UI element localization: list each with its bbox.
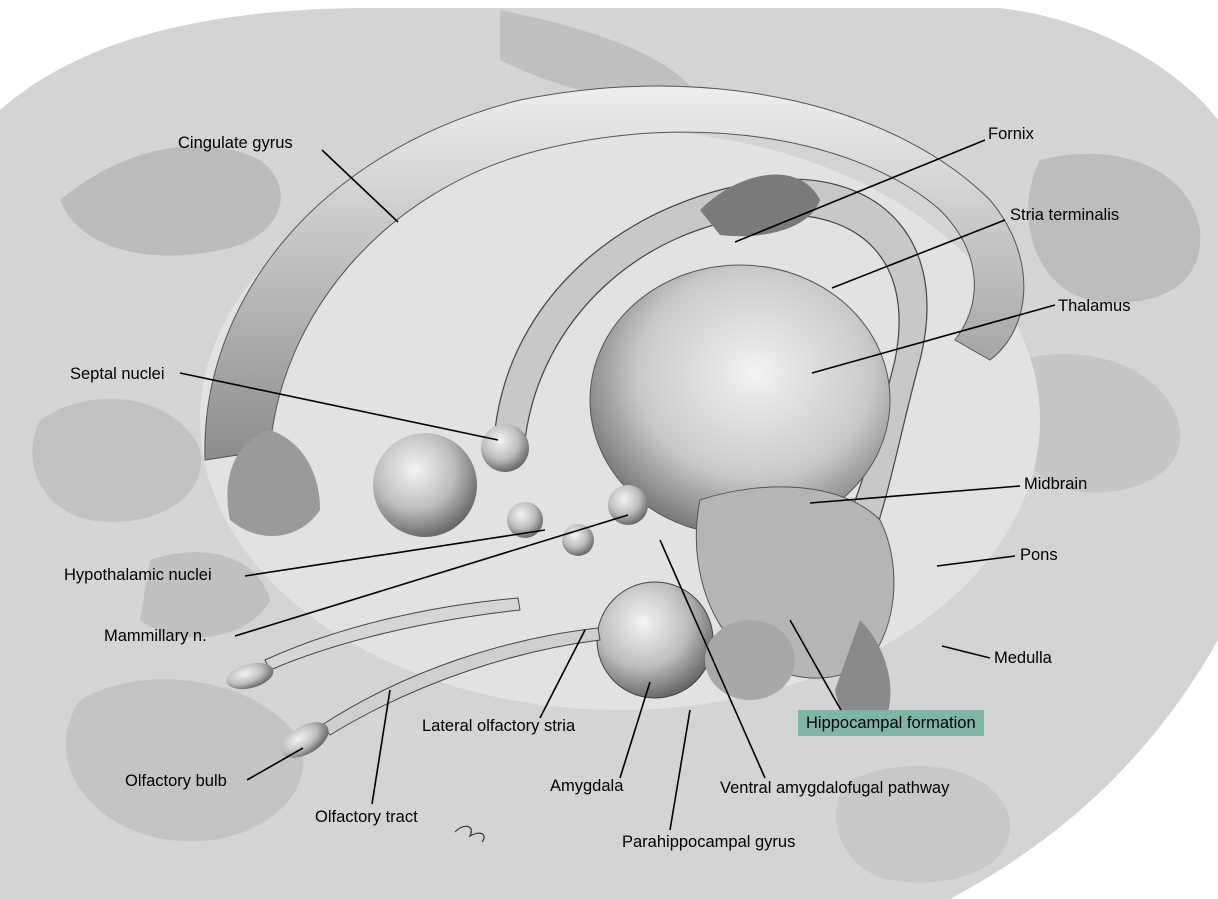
label-pons: Pons xyxy=(1020,545,1058,565)
label-fornix: Fornix xyxy=(988,124,1034,144)
label-olfactory-bulb: Olfactory bulb xyxy=(125,771,227,791)
amygdala-shape xyxy=(597,582,713,698)
label-medulla: Medulla xyxy=(994,648,1052,668)
label-septal-nuclei: Septal nuclei xyxy=(70,364,164,384)
label-lateral-olfactory-stria: Lateral olfactory stria xyxy=(422,716,575,736)
label-parahippocampal-gyrus: Parahippocampal gyrus xyxy=(622,832,795,852)
label-midbrain: Midbrain xyxy=(1024,474,1087,494)
label-thalamus: Thalamus xyxy=(1058,296,1130,316)
label-cingulate-gyrus: Cingulate gyrus xyxy=(178,133,293,153)
label-hypothalamic-nuclei: Hypothalamic nuclei xyxy=(64,565,212,585)
label-mammillary-n: Mammillary n. xyxy=(104,626,207,646)
label-amygdala: Amygdala xyxy=(550,776,623,796)
label-ventral-amygdalofugal-pathway: Ventral amygdalofugal pathway xyxy=(720,778,949,798)
label-hippocampal-formation: Hippocampal formation xyxy=(798,710,984,736)
label-olfactory-tract: Olfactory tract xyxy=(315,807,418,827)
label-stria-terminalis: Stria terminalis xyxy=(1010,205,1119,225)
